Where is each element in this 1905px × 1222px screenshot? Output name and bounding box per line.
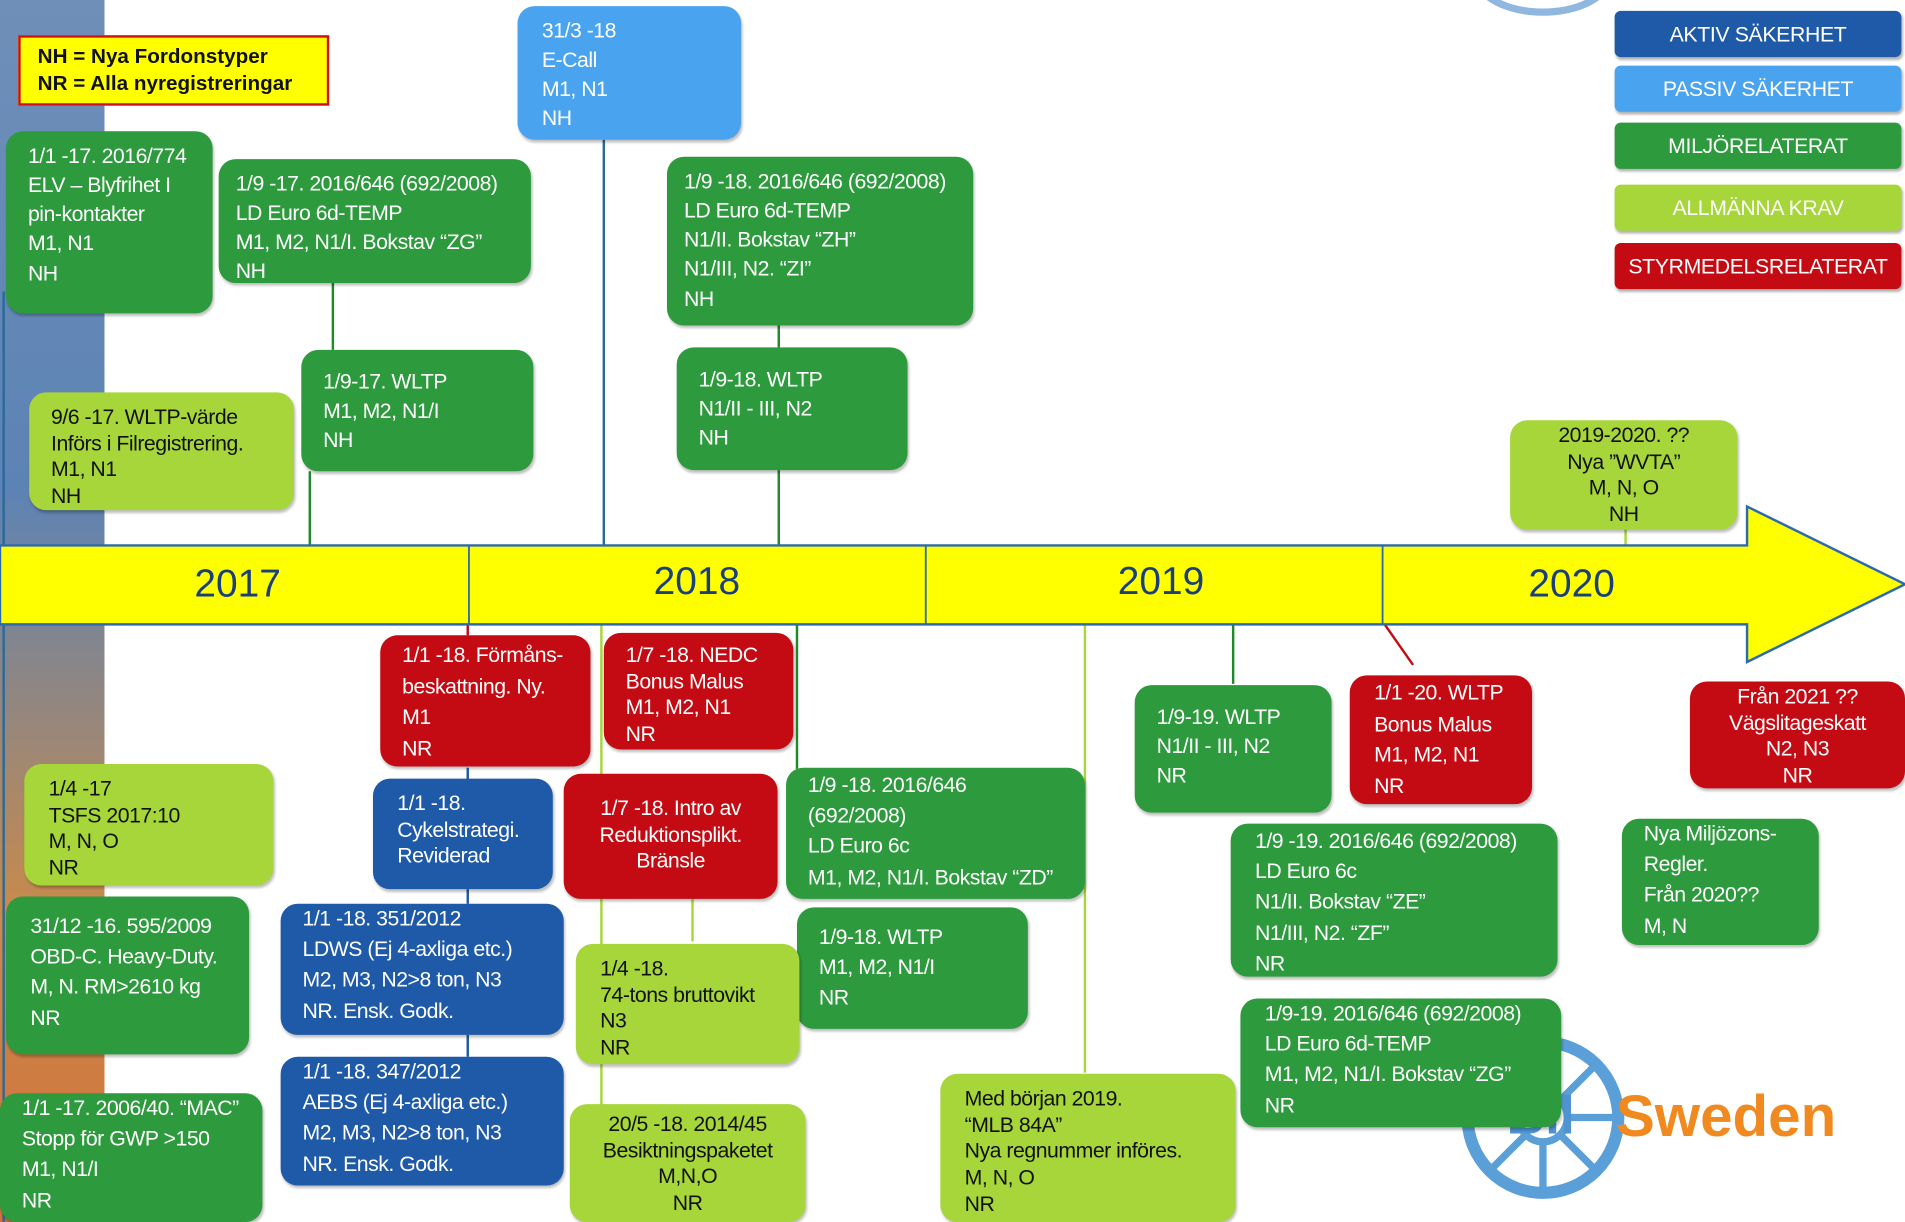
- connector-line: [1231, 623, 1235, 684]
- event-box-besiktningspaketet: 20/5 -18. 2014/45 Besiktningspaketet M,N…: [569, 1104, 806, 1222]
- event-box-reduktionsplikt: 1/7 -18. Intro av Reduktionsplikt. Bräns…: [563, 773, 778, 899]
- event-box-wltp-2017: 1/9-17. WLTP M1, M2, N1/I NH: [301, 349, 534, 472]
- event-box-tsfs: 1/4 -17 TSFS 2017:10 M, N, O NR: [24, 764, 274, 886]
- logo-text: Sweden: [1615, 1084, 1837, 1150]
- event-box-miljozon: Nya Miljözons- Regler. Från 2020?? M, N: [1621, 818, 1819, 946]
- connector-line: [2, 291, 5, 1222]
- event-box-74-tons: 1/4 -18. 74-tons bruttovikt N3 NR: [575, 943, 800, 1065]
- connector-line: [466, 889, 469, 904]
- year-label: 2017: [194, 561, 281, 605]
- legend-miljorelaterat: MILJÖRELATERAT: [1614, 122, 1902, 169]
- legend-styrmedelsrelaterat: STYRMEDELSRELATERAT: [1614, 242, 1902, 290]
- connector-line: [1083, 623, 1087, 1073]
- abbreviation-key: NH = Nya Fordonstyper NR = Alla nyregist…: [18, 35, 330, 106]
- event-box-obd-c: 31/12 -16. 595/2009 OBD-C. Heavy-Duty. M…: [6, 896, 250, 1055]
- year-label: 2018: [653, 558, 741, 603]
- logo-circle-fragment: [1486, 0, 1600, 16]
- event-box-cykelstrategi: 1/1 -18. Cykelstrategi. Reviderad: [372, 778, 553, 890]
- event-box-euro6d-temp-2018: 1/9 -18. 2016/646 (692/2008) LD Euro 6d-…: [666, 156, 974, 326]
- connector-line: [308, 471, 312, 547]
- event-box-ldws: 1/1 -18. 351/2012 LDWS (Ej 4-axliga etc.…: [280, 903, 564, 1035]
- event-box-euro6c-2019: 1/9 -19. 2016/646 (692/2008) LD Euro 6c …: [1230, 823, 1558, 977]
- event-box-wltp-2019: 1/9-19. WLTP N1/II - III, N2 NR: [1134, 685, 1332, 813]
- timeline-arrow: [0, 504, 1905, 664]
- connector-line: [777, 325, 780, 348]
- event-box-vagslitageskatt: Från 2021 ?? Vägslitageskatt N2, N3 NR: [1689, 681, 1905, 789]
- connector-line: [1624, 529, 1627, 547]
- event-box-bonus-malus-wltp: 1/1 -20. WLTP Bonus Malus M1, M2, N1 NR: [1349, 675, 1533, 805]
- connector-line: [795, 623, 799, 769]
- legend-passiv-sakerhet: PASSIV SÄKERHET: [1614, 65, 1902, 112]
- connector-line: [691, 898, 694, 942]
- connector-line: [331, 281, 335, 350]
- event-box-bonus-malus-nedc: 1/7 -18. NEDC Bonus Malus M1, M2, N1 NR: [603, 632, 794, 750]
- event-box-aebs: 1/1 -18. 347/2012 AEBS (Ej 4-axliga etc.…: [280, 1056, 564, 1186]
- connector-line: [777, 470, 780, 547]
- legend-aktiv-sakerhet: AKTIV SÄKERHET: [1614, 10, 1902, 58]
- event-box-wvta: 2019-2020. ?? Nya ”WVTA” M, N, O NH: [1510, 420, 1738, 530]
- connector-line: [466, 623, 469, 636]
- year-label: 2020: [1528, 561, 1615, 605]
- event-box-euro6d-temp-2017: 1/9 -17. 2016/646 (692/2008) LD Euro 6d-…: [218, 159, 531, 284]
- connector-line: [466, 767, 469, 780]
- event-box-wltp-2018-nr: 1/9-18. WLTP M1, M2, N1/I NR: [796, 907, 1028, 1029]
- event-box-formansbeskattning: 1/1 -18. Förmåns- beskattning. Ny. M1 NR: [380, 635, 591, 767]
- legend-allmanna-krav: ALLMÄNNA KRAV: [1614, 184, 1902, 231]
- event-box-euro6c-2018: 1/9 -18. 2016/646 (692/2008) LD Euro 6c …: [786, 767, 1085, 899]
- event-box-wltp-2018: 1/9-18. WLTP N1/II - III, N2 NH: [676, 347, 908, 471]
- event-box-wltp-varde: 9/6 -17. WLTP-värde Införs i Filregistre…: [29, 392, 295, 511]
- connector-line: [602, 139, 606, 547]
- event-box-ecall: 31/3 -18 E-Call M1, N1 NH: [517, 6, 742, 140]
- event-box-elv: 1/1 -17. 2016/774 ELV – Blyfrihet I pin-…: [6, 131, 213, 314]
- year-label: 2019: [1117, 558, 1205, 603]
- event-box-euro6d-temp-2019: 1/9-19. 2016/646 (692/2008) LD Euro 6d-T…: [1240, 998, 1562, 1128]
- event-box-mlb-84a: Med början 2019. “MLB 84A” Nya regnummer…: [940, 1073, 1236, 1222]
- connector-line: [466, 1034, 469, 1057]
- event-box-mac: 1/1 -17. 2006/40. “MAC” Stopp för GWP >1…: [0, 1093, 263, 1222]
